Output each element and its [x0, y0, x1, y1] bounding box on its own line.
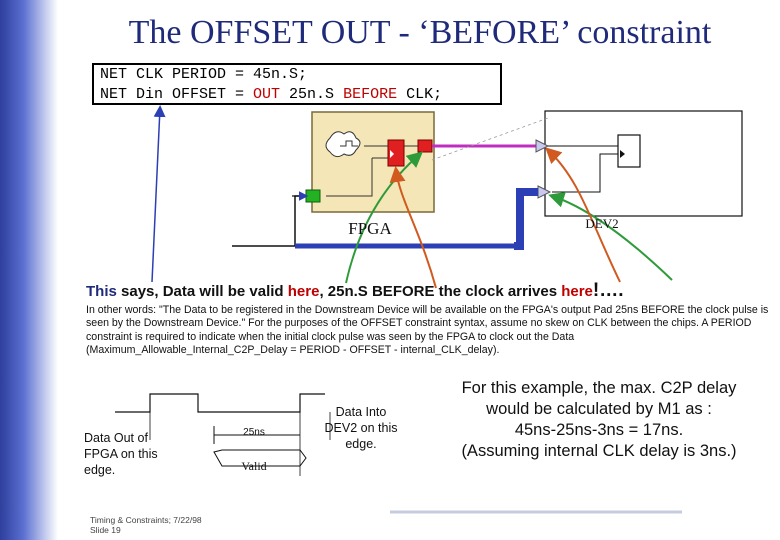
fpga-clock-wire — [326, 158, 373, 197]
fpga-clock-pad — [305, 189, 321, 203]
slide-footer: Timing & Constraints; 7/22/98 Slide 19 — [90, 515, 202, 535]
label-valid: Valid — [241, 459, 266, 473]
ff-clock-triangle-icon — [390, 150, 394, 158]
valid-data-window — [213, 449, 307, 467]
timing-diagram: 25ns Valid — [115, 393, 331, 476]
explanation-text: In other words: "The Data to be register… — [86, 304, 769, 357]
clock-waveform-1 — [115, 393, 236, 413]
statement-to-code-arrow — [151, 105, 166, 283]
code-line-2-start: NET Din OFFSET = — [100, 86, 254, 103]
slide-title: The OFFSET OUT - ‘BEFORE’ constraint — [128, 14, 712, 51]
code-line-2-mid: 25n.S — [280, 86, 344, 103]
fpga-board — [311, 111, 435, 213]
caption-data-into: Data Into DEV2 on this edge. — [324, 405, 398, 451]
main-statement: This says, Data will be valid here, 25n.… — [86, 280, 624, 302]
code-out-keyword: OUT — [253, 86, 281, 103]
example-line-1: For this example, the max. C2P delay — [461, 379, 737, 397]
before-to-dev2-data-arrow — [545, 147, 621, 283]
annotation-dashed-line — [431, 117, 549, 161]
fpga-output-flip-flop — [387, 139, 405, 167]
dev2-ff-clock-triangle-icon — [620, 150, 625, 158]
example-calculation: For this example, the max. C2P delay wou… — [424, 378, 774, 462]
code-line-2-end: CLK; — [397, 86, 443, 103]
statement-part-1: says, Data will be valid — [116, 283, 288, 300]
dev2-data-input-buffer — [535, 139, 550, 153]
example-line-3: 45ns-25ns-3ns = 17ns. — [514, 421, 684, 439]
statement-part-2: , 25n.S BEFORE the clock arrives — [319, 283, 562, 300]
statement-here-2: here — [561, 283, 593, 300]
constraint-code-box: NET CLK PERIOD = 45n.S; NET Din OFFSET =… — [92, 63, 502, 105]
here-to-dev2-clock-arrow — [548, 192, 673, 281]
left-decorative-bar — [0, 0, 58, 540]
statement-dots: …. — [599, 280, 624, 301]
label-25ns: 25ns — [243, 427, 265, 438]
example-line-2: would be calculated by M1 as : — [486, 400, 712, 418]
fpga-output-pad — [417, 139, 433, 153]
dev2-board — [544, 110, 743, 217]
statement-here-1: here — [287, 283, 320, 300]
statement-bang: ! — [592, 280, 600, 301]
footer-slide-number: Slide 19 — [90, 524, 121, 535]
statement-this: This — [86, 283, 117, 300]
external-clock-wire — [232, 195, 306, 247]
clock-bus-to-dev2 — [514, 188, 538, 250]
code-line-2: NET Din OFFSET = OUT 25n.S BEFORE CLK; — [100, 85, 500, 105]
clock-oscillator-icon — [325, 131, 361, 158]
example-line-4: (Assuming internal CLK delay is 3ns.) — [461, 442, 737, 460]
code-line-1: NET CLK PERIOD = 45n.S; — [100, 66, 308, 83]
dev2-clock-wire — [552, 153, 618, 193]
clock-waveform-2 — [236, 393, 325, 413]
code-before-keyword: BEFORE — [343, 86, 398, 103]
dev2-flip-flop — [617, 134, 641, 168]
footer-date: Timing & Constraints; 7/22/98 — [90, 515, 202, 525]
dev2-label: DEV2 — [585, 216, 618, 231]
statement-to-fpga-ff-arrow — [389, 166, 437, 289]
fpga-label: FPGA — [348, 219, 392, 238]
here-to-output-pad-arrow — [345, 151, 424, 284]
caption-data-out: Data Out of FPGA on this edge. — [84, 431, 158, 477]
